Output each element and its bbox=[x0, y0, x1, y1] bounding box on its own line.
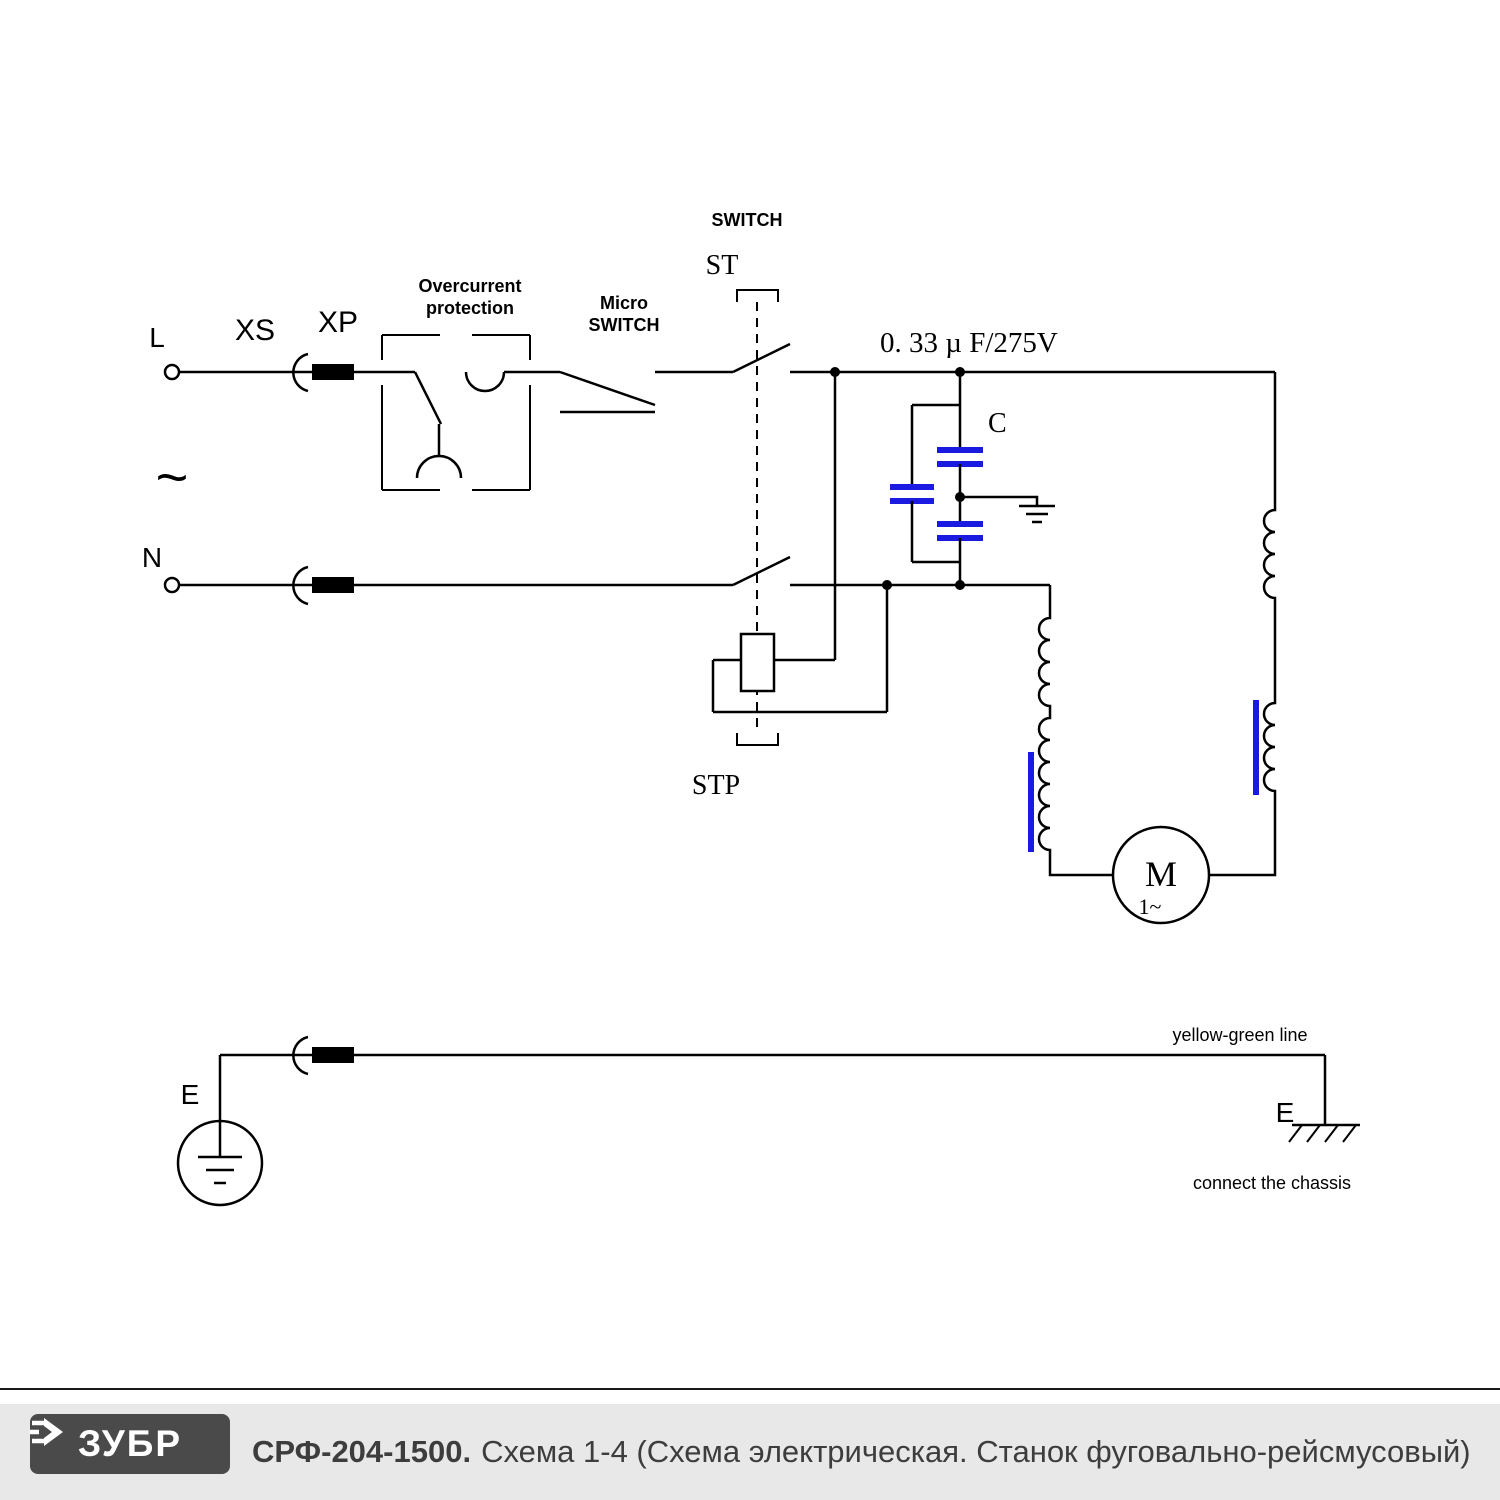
line-terminal-n bbox=[163, 565, 1050, 606]
micro-switch-label-line1: Micro bbox=[600, 293, 648, 313]
relay-coil bbox=[739, 632, 776, 693]
switch-label: SWITCH bbox=[712, 210, 783, 230]
earth-symbol-capacitor bbox=[1019, 504, 1055, 524]
circuit-schematic: M 1~ SWITCH ST STP bbox=[142, 210, 1360, 1207]
footer-title: СРФ-204-1500. Схема 1-4 (Схема электриче… bbox=[252, 1404, 1471, 1500]
overcurrent-label-line1: Overcurrent bbox=[418, 276, 521, 296]
zubr-arrow-icon bbox=[30, 1418, 63, 1446]
capacitor-ground-branch bbox=[960, 495, 1039, 506]
earth-right-label: E bbox=[1276, 1097, 1295, 1128]
overcurrent-label-line2: protection bbox=[426, 298, 514, 318]
n-terminal-label: N bbox=[142, 542, 162, 573]
stp-label: STP bbox=[692, 770, 740, 801]
yellow-green-line-label: yellow-green line bbox=[1172, 1025, 1307, 1045]
capacitor-value-label: 0. 33 µ F/275V bbox=[880, 327, 1058, 359]
footer-divider bbox=[0, 1388, 1500, 1390]
capacitor-name-label: C bbox=[988, 408, 1007, 439]
motor-winding-auxiliary bbox=[1028, 585, 1113, 877]
ac-tilde-symbol: ~ bbox=[156, 445, 189, 508]
st-label: ST bbox=[706, 250, 739, 281]
footer-bar: ЗУБР СРФ-204-1500. Схема 1-4 (Схема элек… bbox=[0, 1404, 1500, 1500]
overcurrent-protection-block bbox=[381, 334, 531, 491]
st-button bbox=[736, 289, 779, 302]
motor-winding-main bbox=[1209, 372, 1277, 877]
capacitor-block bbox=[890, 372, 1055, 585]
earth-circuit bbox=[176, 1035, 1360, 1207]
earth-left-label: E bbox=[181, 1079, 200, 1110]
motor-label: M bbox=[1145, 854, 1177, 894]
schema-caption: Схема 1-4 (Схема электрическая. Станок ф… bbox=[481, 1434, 1471, 1469]
brand-name: ЗУБР bbox=[77, 1423, 183, 1464]
connector-plug-earth bbox=[312, 1047, 354, 1063]
stp-button bbox=[736, 733, 779, 746]
xp-label: XP bbox=[318, 306, 358, 339]
line-terminal-l bbox=[163, 363, 312, 381]
zubr-logo: ЗУБР bbox=[30, 1414, 230, 1474]
motor-phase-label: 1~ bbox=[1139, 894, 1162, 919]
l-terminal-label: L bbox=[149, 322, 165, 353]
xs-label: XS bbox=[235, 314, 275, 347]
chassis-ground-symbol bbox=[1288, 1123, 1360, 1143]
micro-switch-label-line2: SWITCH bbox=[589, 315, 660, 335]
motor: M 1~ bbox=[1111, 825, 1211, 925]
junction-dots bbox=[830, 367, 965, 590]
connect-chassis-label: connect the chassis bbox=[1193, 1173, 1351, 1193]
model-number: СРФ-204-1500. bbox=[252, 1434, 472, 1469]
connector-xs-xp-l bbox=[292, 352, 382, 393]
micro-switch bbox=[530, 370, 733, 414]
relay-coil-circuit bbox=[711, 372, 889, 714]
